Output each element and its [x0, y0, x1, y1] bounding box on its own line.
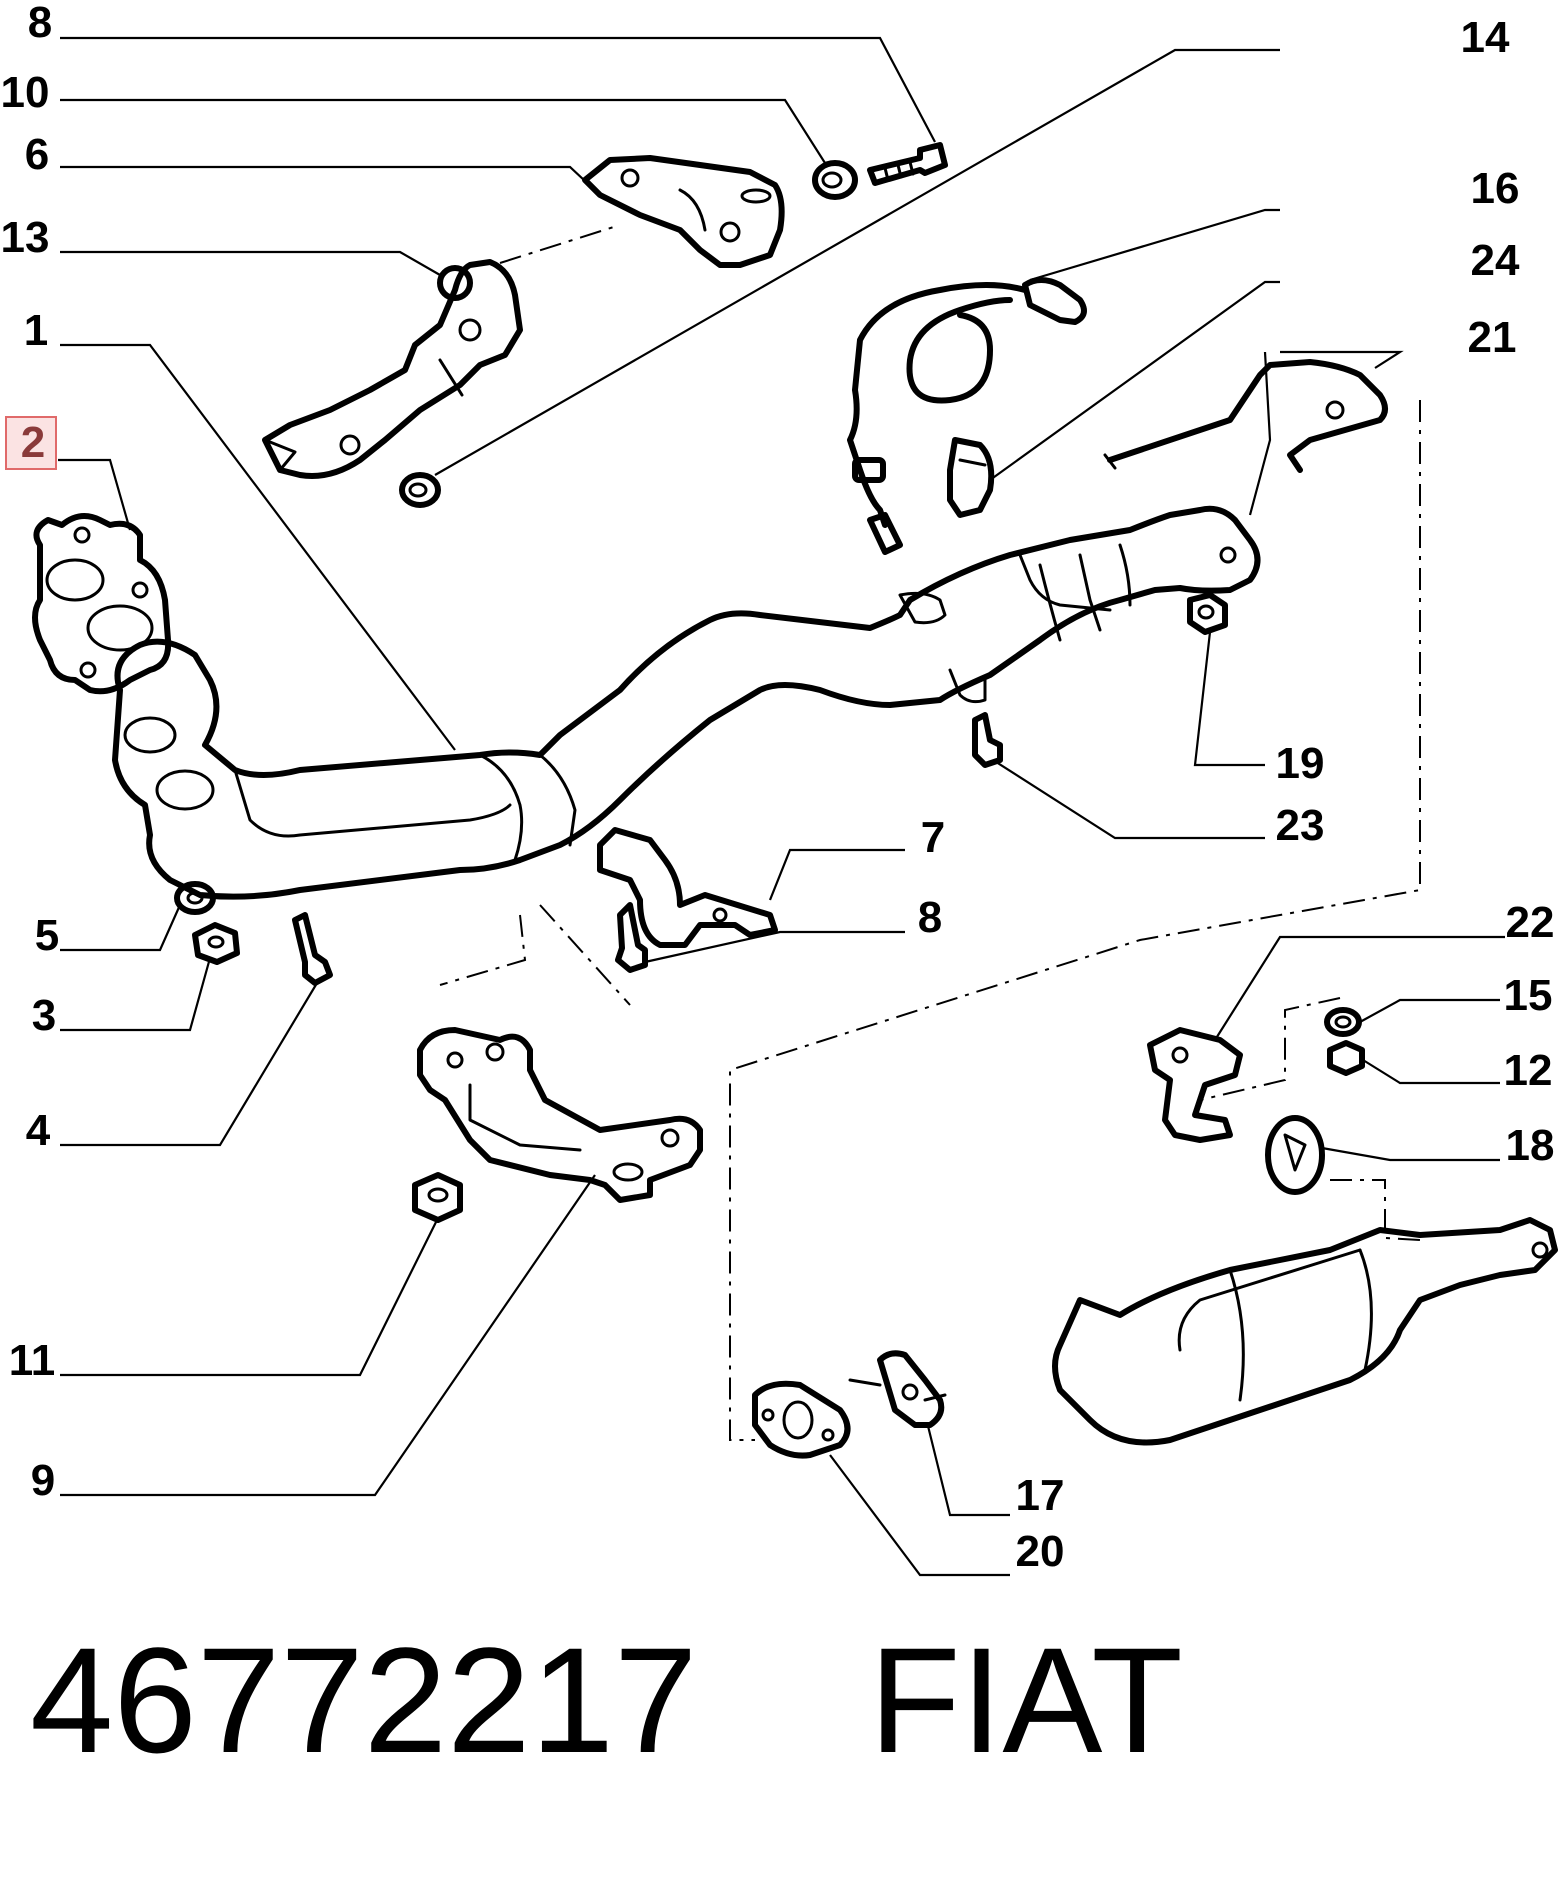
callout-7: 7: [921, 813, 945, 862]
callout-12: 12: [1504, 1046, 1553, 1095]
bolt-part-8-lower: [615, 902, 648, 973]
bracket-part-13: [262, 259, 523, 479]
callout-10: 10: [1, 68, 50, 117]
stud-part-4: [292, 912, 333, 986]
washer-part-5: [174, 881, 216, 915]
callout-16: 16: [1471, 164, 1520, 213]
washer-part-10: [812, 160, 858, 200]
callout-19: 19: [1276, 739, 1325, 788]
gasket-part-2: [32, 513, 172, 695]
callout-5: 5: [35, 911, 59, 960]
brand-name: FIAT: [869, 1616, 1183, 1784]
callout-15: 15: [1504, 971, 1553, 1020]
nut-part-12: [1327, 1040, 1365, 1076]
catalytic-converter-part-17: [848, 1217, 1558, 1446]
heat-tube-part-21: [1103, 359, 1388, 473]
callout-13: 13: [1, 213, 50, 262]
bolt-part-8-top: [867, 142, 948, 186]
nut-part-19: [1187, 592, 1228, 635]
clip-part-24: [947, 437, 995, 518]
hanger-part-22: [1147, 1027, 1243, 1143]
callout-1: 1: [24, 306, 48, 355]
callout-18: 18: [1506, 1121, 1555, 1170]
callout-2-highlight: [5, 416, 57, 470]
callout-2: 2: [21, 418, 45, 467]
callout-3: 3: [32, 991, 56, 1040]
callout-11: 11: [9, 1336, 56, 1385]
plug-part-23: [972, 712, 1003, 768]
callout-24: 24: [1471, 236, 1520, 285]
part-caption: 46772217 FIAT: [30, 1620, 1530, 1780]
nut-part-3: [192, 922, 240, 965]
callout-22: 22: [1506, 898, 1555, 947]
callout-4: 4: [26, 1106, 51, 1155]
callout-17: 17: [1016, 1471, 1065, 1520]
callout-9: 9: [31, 1456, 55, 1505]
callout-21: 21: [1468, 313, 1517, 362]
front-pipe-part-1: [112, 505, 1261, 900]
lambda-sensor-part-16: [847, 277, 1087, 555]
bracket-part-6: [582, 155, 785, 268]
clamp-part-7: [597, 827, 778, 948]
callout-8-lower: 8: [918, 893, 942, 942]
gasket-part-20: [752, 1380, 851, 1459]
part-number: 46772217: [30, 1616, 698, 1784]
callout-20: 20: [1016, 1527, 1065, 1576]
nut-part-11: [412, 1172, 463, 1223]
callout-14: 14: [1461, 13, 1510, 62]
rubber-mount-part-18: [1265, 1115, 1325, 1195]
callout-6: 6: [25, 130, 49, 179]
callout-8-top: 8: [28, 0, 52, 47]
washer-part-15: [1324, 1007, 1362, 1037]
support-part-9: [417, 1027, 703, 1203]
callout-23: 23: [1276, 801, 1325, 850]
nut-part-14: [399, 472, 441, 508]
